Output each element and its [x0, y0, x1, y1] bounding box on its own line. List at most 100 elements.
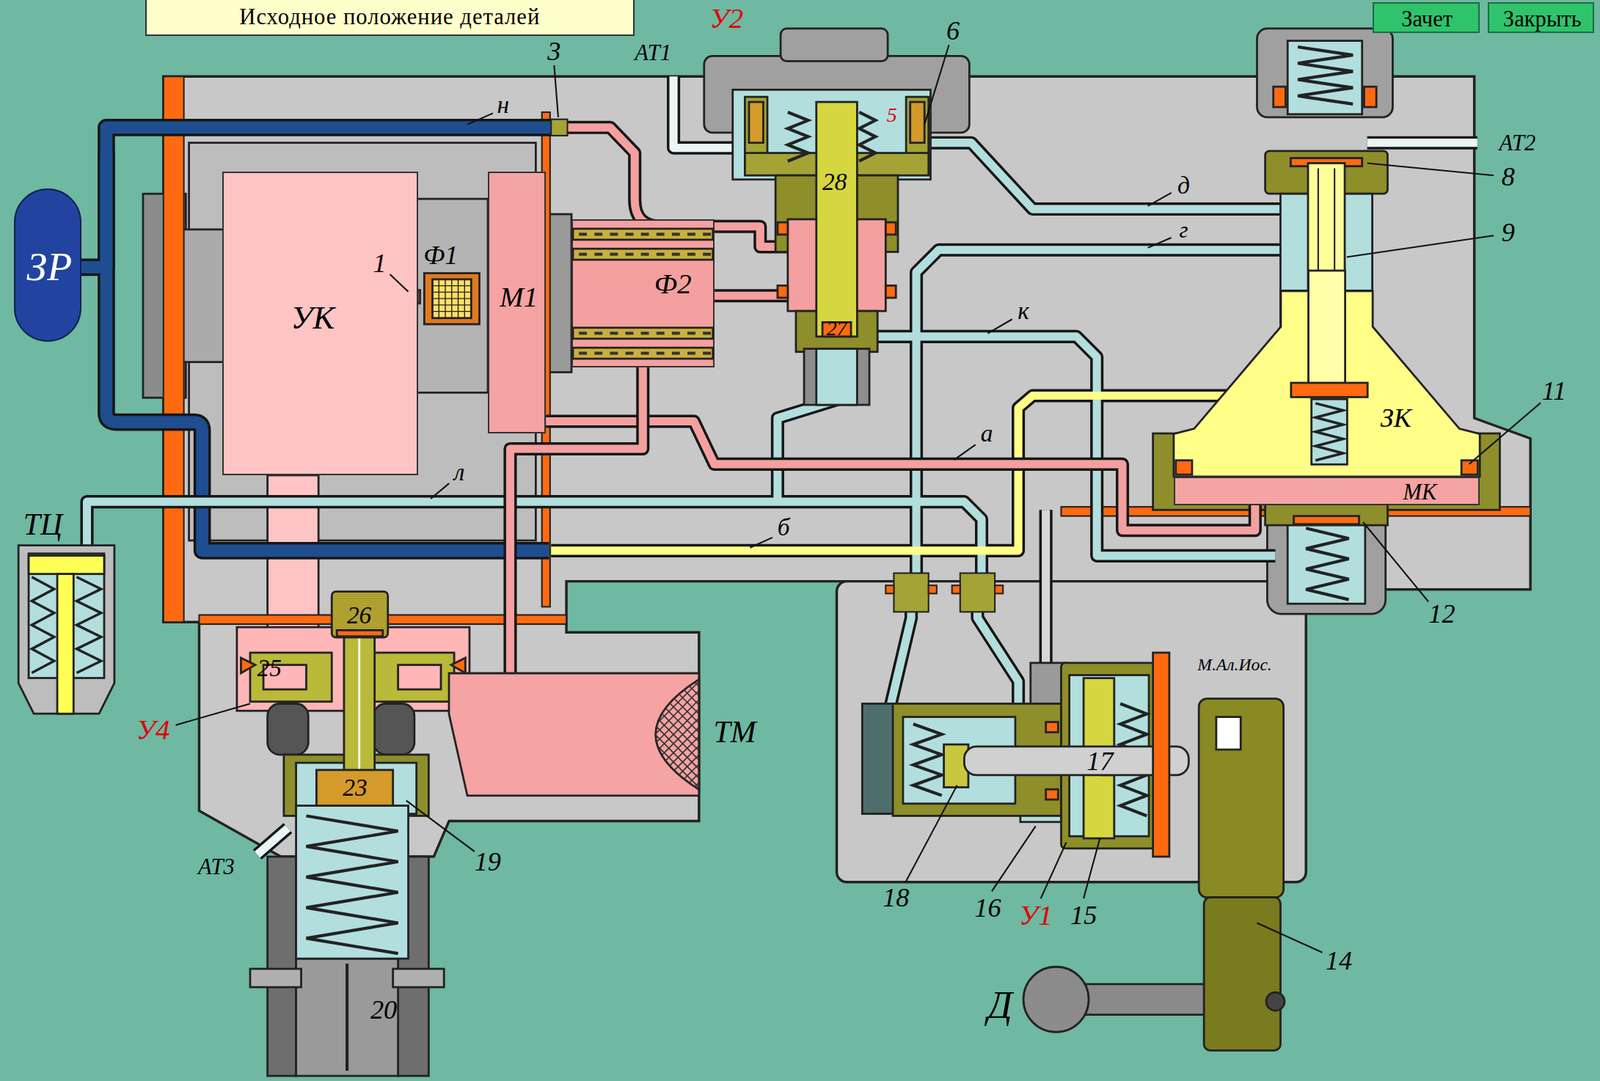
f2-part [702, 352, 711, 356]
f2-part [609, 232, 618, 236]
f2-part [687, 232, 696, 236]
valve-u4 [372, 652, 455, 703]
mesh [566, 673, 689, 796]
leader-line [1256, 922, 1322, 953]
tc-shape [15, 509, 118, 719]
pipe [106, 153, 550, 551]
valve-zk [1297, 46, 1353, 105]
author-signature: М.Ал.Иос. [1197, 656, 1273, 675]
f1-part [432, 311, 472, 312]
mesh [566, 673, 689, 796]
tc-part [57, 574, 74, 715]
leader-line [1346, 235, 1494, 257]
valve-u4 [331, 592, 388, 639]
mesh [694, 673, 818, 796]
pipe [889, 601, 912, 709]
valve-u2 [780, 28, 888, 61]
mesh [556, 673, 680, 796]
housing [181, 229, 225, 363]
mesh [713, 673, 836, 796]
callout-number: 9 [1501, 219, 1515, 246]
mesh [649, 673, 772, 796]
mesh [704, 673, 827, 796]
housing [143, 76, 1531, 883]
f2-part [578, 352, 587, 356]
housing [411, 198, 488, 393]
part-label: АТ2 [1498, 131, 1536, 155]
zk-part [1315, 402, 1344, 460]
f2-part [625, 232, 634, 236]
valve-u2 [704, 28, 970, 405]
switch-valve [1083, 678, 1115, 839]
zk-part [1310, 399, 1347, 465]
mesh [704, 673, 827, 796]
pipe [930, 143, 1284, 210]
mesh [603, 673, 726, 796]
leader-line [175, 44, 1541, 953]
button-text: Зачет [1401, 7, 1453, 31]
valve-u4 [358, 637, 361, 771]
leader-line [991, 826, 1036, 892]
pipe [889, 601, 912, 709]
switch-valve [1046, 789, 1059, 800]
pipe-connector [545, 421, 1256, 531]
pipe [977, 601, 1019, 712]
chamber-wall [1287, 522, 1366, 604]
orifice [952, 585, 961, 594]
part-name: ТЦ [23, 509, 63, 541]
callout-number: 17 [1086, 748, 1113, 775]
leader-line [1367, 162, 1494, 176]
callout-number: 8 [1501, 163, 1515, 191]
seal-strip [163, 76, 1531, 625]
pipe [1367, 138, 1478, 147]
f2-part [578, 253, 587, 257]
leader-line [1040, 842, 1067, 899]
tc-part [76, 577, 101, 674]
valve-u4 [267, 703, 309, 755]
f2-part [572, 327, 714, 339]
mesh [594, 673, 717, 796]
part-label: Д [987, 985, 1013, 1025]
leader-line [1083, 838, 1100, 899]
mesh [694, 673, 818, 796]
part-name: Ф2 [654, 269, 692, 299]
tc-part [31, 577, 55, 674]
orifice [893, 572, 929, 612]
handle [1203, 897, 1281, 1052]
f1-part [424, 273, 480, 325]
valve-u2 [804, 349, 870, 405]
valve-u2 [749, 101, 763, 144]
part-name: ЗК [1380, 404, 1412, 432]
mesh [639, 673, 763, 796]
callout-number: 5 [886, 104, 898, 126]
f2-part [641, 253, 650, 257]
valve-u2 [816, 349, 858, 405]
chamber-wall [1265, 503, 1388, 526]
pipe-outline [545, 421, 1256, 531]
valve-u4 [344, 632, 375, 776]
mesh [713, 673, 836, 796]
leader-line [1363, 522, 1429, 602]
part-name: УК [290, 301, 335, 335]
channel-label: л [454, 459, 466, 485]
leader-line [953, 444, 975, 460]
leader-line [1148, 192, 1172, 207]
valve-u4 [345, 963, 349, 1072]
callout-number: 23 [342, 775, 367, 800]
part-name: ЗР [27, 246, 73, 288]
valve-u4 [305, 815, 398, 954]
switch-valve [861, 652, 1189, 857]
handle [1023, 699, 1285, 1052]
f1-part [464, 279, 466, 319]
part-name: Ф1 [423, 242, 458, 269]
valve-zk [1273, 86, 1287, 108]
callout-number: 19 [474, 848, 502, 876]
chamber-wall [1305, 528, 1349, 600]
channel-label: а [979, 421, 995, 446]
chamber: ЗК [1163, 270, 1490, 477]
f2-part [594, 352, 603, 356]
